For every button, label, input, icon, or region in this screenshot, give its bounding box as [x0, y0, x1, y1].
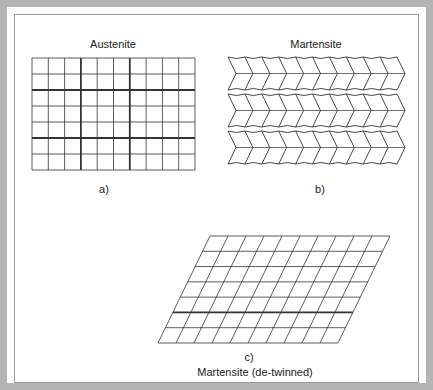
lattice-line	[32, 154, 195, 155]
lattice-line	[338, 236, 390, 343]
lattice-line	[32, 89, 195, 91]
lattice-line	[195, 58, 196, 170]
lattice-line	[113, 58, 114, 170]
lattice-line	[188, 281, 368, 282]
lattice-line	[228, 126, 397, 128]
lattice-line	[228, 57, 397, 59]
lattice-line	[80, 58, 82, 170]
lattice-line	[158, 343, 338, 344]
lattice-line	[228, 94, 236, 127]
lattice-line	[32, 122, 195, 123]
lattice-line	[64, 58, 65, 170]
lattice-line	[180, 297, 360, 298]
lattice-line	[32, 58, 195, 59]
phase-label: Martensite	[290, 38, 341, 51]
lattice-line	[97, 58, 98, 170]
lattice-line	[165, 327, 345, 328]
lattice-line	[228, 131, 397, 133]
lattice-line	[195, 266, 375, 267]
lattice-line	[162, 58, 163, 170]
martensite-twinned	[228, 57, 405, 164]
lattice-line	[228, 57, 236, 90]
lattice-line	[228, 89, 397, 91]
panel-letter: a)	[99, 183, 109, 196]
lattice-line	[203, 251, 383, 252]
lattice-line	[228, 94, 397, 96]
lattice-line	[236, 110, 405, 111]
inner-frame	[15, 15, 419, 383]
phase-label: Martensite (de-twinned)	[197, 366, 313, 379]
outer-frame	[4, 4, 430, 387]
phase-label: Austenite	[90, 38, 136, 51]
panel-letter: c)	[244, 351, 253, 364]
lattice-line	[228, 163, 397, 165]
lattice-line	[32, 106, 195, 107]
lattice-line	[32, 170, 195, 171]
lattice-line	[236, 73, 405, 74]
lattice-line	[178, 58, 179, 170]
panel-letter: b)	[315, 183, 325, 196]
lattice-line	[146, 58, 147, 170]
lattice-line	[129, 58, 131, 170]
lattice-line	[173, 312, 353, 314]
lattice-line	[32, 74, 195, 75]
lattice-line	[236, 147, 405, 148]
lattice-line	[32, 58, 33, 170]
lattice-line	[228, 131, 236, 164]
austenite-grid	[32, 58, 195, 170]
martensite-detwinned-grid	[158, 236, 390, 343]
lattice-line	[48, 58, 49, 170]
lattice-line	[32, 137, 195, 139]
lattice-line	[210, 236, 390, 237]
